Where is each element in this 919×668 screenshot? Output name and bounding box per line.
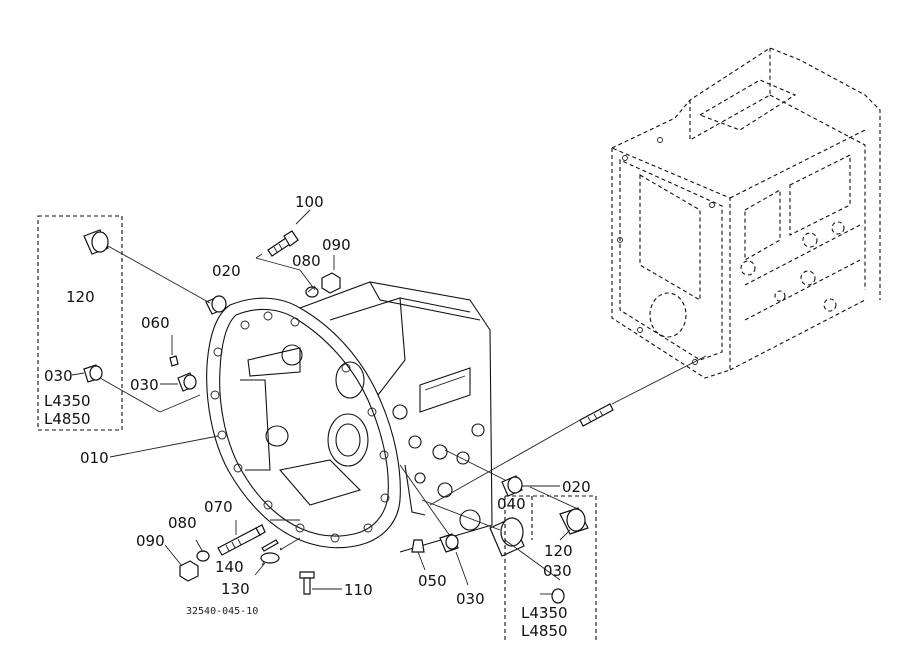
leader-lines <box>71 209 707 595</box>
washer-080-lower <box>196 550 210 562</box>
pin-140 <box>261 539 279 552</box>
label-120-right: 120 <box>544 542 573 560</box>
label-010: 010 <box>80 449 109 467</box>
bushing-030-right <box>551 588 565 604</box>
label-140: 140 <box>215 558 244 576</box>
label-020-right: 020 <box>562 478 591 496</box>
label-080-lower: 080 <box>168 514 197 532</box>
bushing-030-box <box>83 364 103 383</box>
label-130: 130 <box>221 580 250 598</box>
label-030-lower: 030 <box>456 590 485 608</box>
bolt-100 <box>267 230 299 257</box>
front-housing <box>206 281 493 553</box>
label-090-lower: 090 <box>136 532 165 550</box>
nut-090-lower <box>179 560 199 582</box>
label-020-upper: 020 <box>212 262 241 280</box>
label-050: 050 <box>418 572 447 590</box>
model-box-left <box>37 215 123 431</box>
label-030-box: 030 <box>44 367 73 385</box>
bushing-040 <box>489 517 525 557</box>
model-box-right <box>504 495 597 640</box>
model-left-l4350: L4350 <box>44 392 91 410</box>
label-090-upper: 090 <box>322 236 351 254</box>
model-right-l4350: L4350 <box>521 604 568 622</box>
bushing-020-upper <box>205 295 227 315</box>
stud-070 <box>217 524 266 556</box>
bushing-030-lower <box>439 533 459 553</box>
label-030-right: 030 <box>543 562 572 580</box>
stud-bolt <box>579 403 614 427</box>
label-060: 060 <box>141 314 170 332</box>
model-left-l4850: L4850 <box>44 410 91 428</box>
label-080-upper: 080 <box>292 252 321 270</box>
model-right-l4850: L4850 <box>521 622 568 640</box>
bolt-110 <box>299 571 315 595</box>
bushing-120-right <box>559 507 589 535</box>
pin-060 <box>169 355 179 367</box>
plug-050 <box>411 539 425 553</box>
label-120-upper: 120 <box>66 288 95 306</box>
label-100: 100 <box>295 193 324 211</box>
label-030-mid: 030 <box>130 376 159 394</box>
nut-090-upper <box>321 272 341 294</box>
label-040: 040 <box>497 495 526 513</box>
label-070: 070 <box>204 498 233 516</box>
bushing-030-mid <box>177 372 197 392</box>
transmission-case-rear <box>611 47 881 379</box>
bushing-120-upper <box>83 229 109 255</box>
figure-code: 32540-045-10 <box>186 606 258 617</box>
bushing-020-right <box>501 475 523 497</box>
washer-130 <box>260 552 280 564</box>
label-110: 110 <box>344 581 373 599</box>
